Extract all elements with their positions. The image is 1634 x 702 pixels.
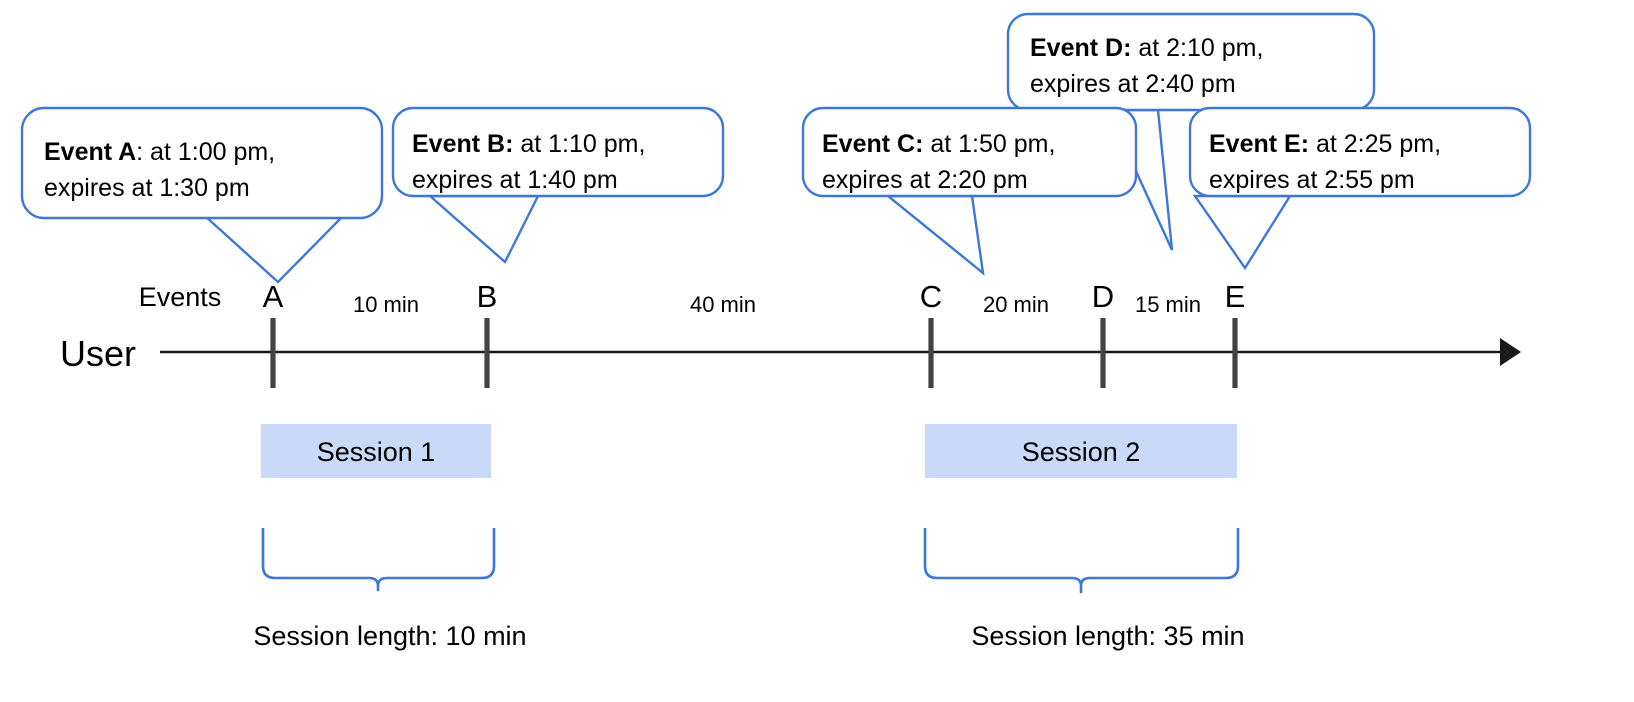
callout-text-a-line1: Event A: at 1:00 pm,	[44, 138, 275, 166]
tick-group-e: E	[1225, 279, 1246, 388]
callout-text-e-line2: expires at 2:55 pm	[1209, 166, 1415, 194]
callout-text-c-line1: Event C: at 1:50 pm,	[822, 130, 1055, 158]
tick-label-a: A	[263, 279, 284, 314]
callout-line1-d: at 2:10 pm,	[1131, 34, 1263, 62]
tick-label-e: E	[1225, 279, 1246, 314]
tick-group-b: B	[477, 279, 498, 388]
callout-line1-b: at 1:10 pm,	[513, 130, 645, 158]
callout-event-b: Event B: at 1:10 pm, expires at 1:40 pm	[391, 106, 725, 264]
callout-event-a: Event A: at 1:00 pm, expires at 1:30 pm	[20, 106, 384, 284]
callout-text-a-line2: expires at 1:30 pm	[44, 174, 250, 202]
row-label-events: Events	[139, 282, 222, 312]
callout-text-e-line1: Event E: at 2:25 pm,	[1209, 130, 1441, 158]
callout-sep-a: :	[136, 138, 143, 166]
session-2-group: Session 2 Session length: 35 min	[923, 424, 1245, 651]
callout-tail-a	[201, 214, 346, 284]
callout-tail-b	[426, 194, 540, 264]
gap-label-c-d: 20 min	[983, 292, 1049, 317]
callout-text-c-line2: expires at 2:20 pm	[822, 166, 1028, 194]
callout-lead-d: Event D:	[1030, 34, 1131, 62]
session-1-brace	[261, 528, 496, 592]
callout-event-d: Event D: at 2:10 pm, expires at 2:40 pm	[1006, 12, 1376, 251]
callout-box-a	[20, 106, 384, 220]
session-2-label: Session 2	[1022, 437, 1141, 467]
callout-event-c: Event C: at 1:50 pm, expires at 2:20 pm	[801, 106, 1138, 276]
callout-lead-a: Event A	[44, 138, 136, 166]
session-1-length-caption: Session length: 10 min	[253, 621, 526, 651]
session-2-bar	[925, 424, 1237, 478]
session-1-bar	[261, 424, 491, 478]
callout-tail-e	[1192, 194, 1293, 271]
timeline-axis-arrowhead	[1500, 338, 1521, 366]
session-2-brace	[923, 528, 1240, 594]
callout-lead-e: Event E:	[1209, 130, 1309, 158]
callout-text-b-line1: Event B: at 1:10 pm,	[412, 130, 645, 158]
tick-label-c: C	[920, 279, 942, 314]
callout-line1-c: at 1:50 pm,	[923, 130, 1055, 158]
session-2-length-caption: Session length: 35 min	[971, 621, 1244, 651]
callout-line1-e: at 2:25 pm,	[1309, 130, 1441, 158]
callout-box-d	[1006, 12, 1376, 112]
session-1-label: Session 1	[317, 437, 436, 467]
gap-label-a-b: 10 min	[353, 292, 419, 317]
session-1-group: Session 1 Session length: 10 min	[253, 424, 527, 651]
gap-label-d-e: 15 min	[1135, 292, 1201, 317]
callout-text-d-line1: Event D: at 2:10 pm,	[1030, 34, 1263, 62]
tick-label-d: D	[1092, 279, 1114, 314]
callout-lead-c: Event C:	[822, 130, 923, 158]
callout-text-d-line2: expires at 2:40 pm	[1030, 70, 1236, 98]
callout-line1-a: at 1:00 pm,	[143, 138, 275, 166]
callout-box-c	[801, 106, 1138, 198]
tick-label-b: B	[477, 279, 498, 314]
callout-event-e: Event E: at 2:25 pm, expires at 2:55 pm	[1188, 106, 1532, 271]
callout-box-b	[391, 106, 725, 198]
callout-lead-b: Event B:	[412, 130, 513, 158]
row-label-user: User	[60, 333, 136, 374]
callout-text-b-line2: expires at 1:40 pm	[412, 166, 618, 194]
gap-label-b-c: 40 min	[690, 292, 756, 317]
callout-box-e	[1188, 106, 1532, 198]
callout-tail-c	[884, 194, 985, 276]
tick-group-c: C	[920, 279, 942, 388]
tick-group-d: D	[1092, 279, 1114, 388]
tick-group-a: A	[263, 279, 284, 388]
